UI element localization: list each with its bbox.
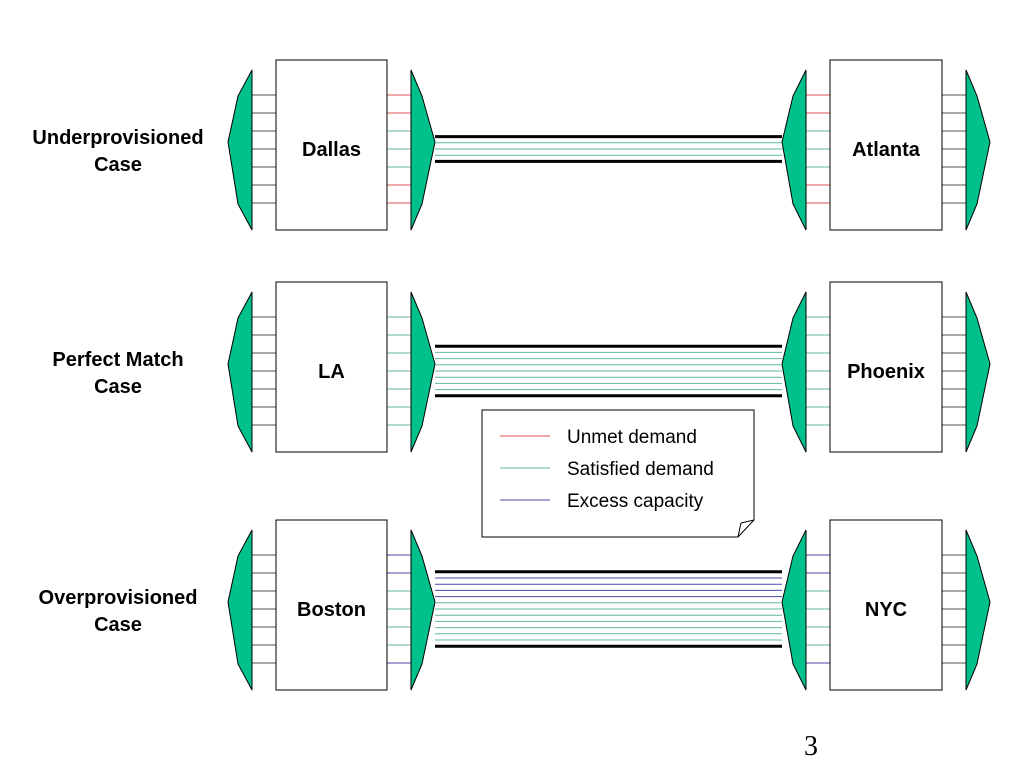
legend-box-fold [737, 519, 755, 538]
multiplexer [965, 69, 991, 231]
multiplexer [781, 529, 807, 691]
city-node [275, 281, 388, 453]
legend-box [481, 409, 755, 538]
city-node [829, 59, 943, 231]
case-label-line2: Case [94, 614, 142, 636]
city-node [829, 519, 943, 691]
multiplexer [410, 69, 436, 231]
city-node [275, 519, 388, 691]
city-node [829, 281, 943, 453]
multiplexer [965, 529, 991, 691]
case-label: Perfect Match [52, 349, 183, 371]
city-label: LA [318, 361, 345, 383]
legend-label: Satisfied demand [567, 459, 714, 480]
city-label: Dallas [302, 139, 361, 161]
multiplexer [965, 291, 991, 453]
city-label: NYC [865, 599, 907, 621]
multiplexer [227, 291, 253, 453]
case-label-line2: Case [94, 376, 142, 398]
multiplexer [227, 529, 253, 691]
city-label: Phoenix [847, 361, 925, 383]
multiplexer [227, 69, 253, 231]
page-number: 3 [804, 731, 818, 762]
legend-label: Unmet demand [567, 427, 697, 448]
city-node [275, 59, 388, 231]
case-label: Underprovisioned [32, 127, 203, 149]
multiplexer [410, 291, 436, 453]
case-label: Overprovisioned [39, 587, 198, 609]
city-label: Atlanta [852, 139, 921, 161]
city-label: Boston [297, 599, 366, 621]
multiplexer [410, 529, 436, 691]
legend-label: Excess capacity [567, 491, 704, 512]
case-label-line2: Case [94, 154, 142, 176]
multiplexer [781, 69, 807, 231]
multiplexer [781, 291, 807, 453]
